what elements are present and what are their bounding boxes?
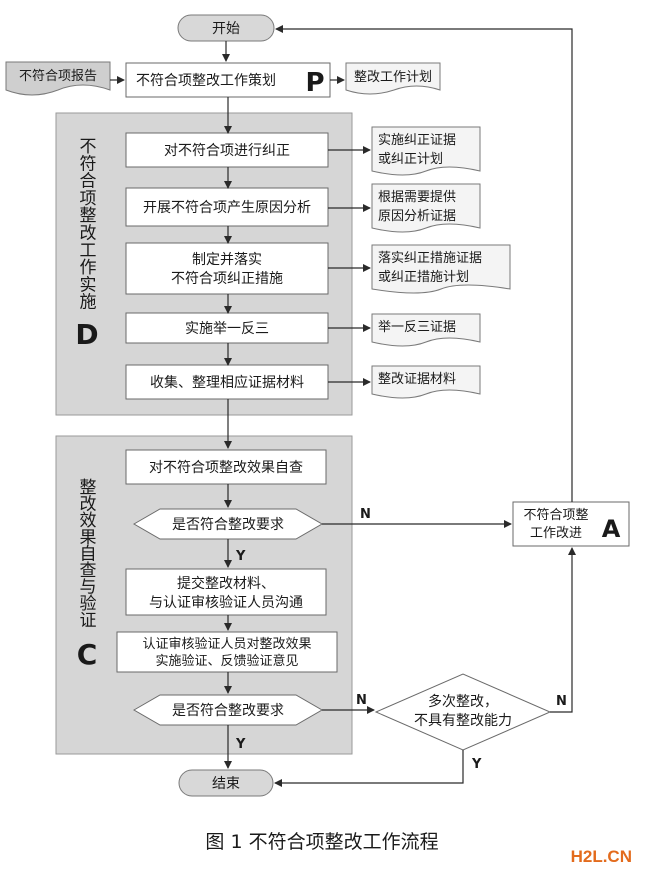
title-char: 不 [80,137,97,157]
do-step-5-document: 整改证据材料 [371,365,481,399]
svg-text:P: P [305,68,324,98]
svg-text:结束: 结束 [212,776,240,792]
svg-text:提交整改材料、: 提交整改材料、 [177,575,275,592]
svg-text:制定并落实: 制定并落实 [192,252,262,268]
svg-text:根据需要提供: 根据需要提供 [378,189,456,205]
watermark-logo: H2L.CN [571,847,632,866]
act-box: 不符合项整 工作改进 A [512,501,630,547]
svg-text:多次整改，: 多次整改， [428,693,498,710]
svg-text:落实纠正措施证据: 落实纠正措施证据 [378,251,482,266]
title-char: 作 [80,258,97,278]
title-char: 改 [80,224,97,244]
svg-text:收集、整理相应证据材料: 收集、整理相应证据材料 [150,374,304,391]
figure-caption: 图 1 不符合项整改工作流程 [205,831,438,853]
title-char: 果 [80,528,97,548]
check-letter: C [77,638,98,671]
svg-text:A: A [602,515,621,543]
svg-text:认证审核验证人员对整改效果: 认证审核验证人员对整改效果 [142,636,311,652]
svg-text:开展不符合项产生原因分析: 开展不符合项产生原因分析 [143,200,311,216]
svg-text:开始: 开始 [212,21,240,37]
decision-1: 是否符合整改要求 [132,508,324,540]
submit-step: 提交整改材料、 与认证审核验证人员沟通 [125,568,327,616]
svg-text:是否符合整改要求: 是否符合整改要求 [172,517,284,533]
title-char: 查 [80,561,97,581]
svg-text:是否符合整改要求: 是否符合整改要求 [172,703,284,719]
label-n1: N [360,507,371,522]
title-char: 合 [80,172,97,192]
svg-text:不符合项整改工作策划: 不符合项整改工作策划 [136,72,276,89]
svg-text:或纠正措施计划: 或纠正措施计划 [378,270,469,285]
branch-labels: N Y N Y N Y [235,507,567,772]
title-char: 验 [80,594,97,614]
title-char: 施 [80,293,97,313]
title-char: 自 [80,544,97,564]
svg-text:整改工作计划: 整改工作计划 [354,70,432,85]
svg-text:与认证审核验证人员沟通: 与认证审核验证人员沟通 [149,595,303,611]
svg-text:整改证据材料: 整改证据材料 [378,372,456,387]
plan-step: 不符合项整改工作策划 P [125,62,331,98]
decision-2: 是否符合整改要求 [132,694,324,726]
title-char: 实 [80,275,97,295]
report-document: 不符合项报告 [5,61,111,96]
title-char: 证 [80,611,97,631]
title-char: 效 [80,511,97,531]
svg-text:工作改进: 工作改进 [530,526,582,541]
title-char: 项 [80,189,97,209]
label-y2: Y [235,737,246,752]
do-letter: D [75,318,98,351]
title-char: 与 [80,578,97,598]
label-n2: N [356,693,367,708]
svg-text:举一反三证据: 举一反三证据 [378,320,456,335]
plan-document: 整改工作计划 [345,62,441,95]
title-char: 改 [80,495,97,515]
connectors [110,25,576,787]
label-y1: Y [235,549,246,564]
title-char: 符 [80,154,97,174]
self-check-step: 对不符合项整改效果自查 [125,449,327,485]
start-terminal: 开始 [177,14,275,42]
svg-text:对不符合项进行纠正: 对不符合项进行纠正 [164,143,290,159]
title-char: 工 [80,241,97,261]
do-step-5: 收集、整理相应证据材料 [125,364,329,400]
verify-step: 认证审核验证人员对整改效果 实施验证、反馈验证意见 [116,631,338,673]
svg-text:不符合项纠正措施: 不符合项纠正措施 [171,271,283,287]
capability-decision: 多次整改， 不具有整改能力 [374,673,552,751]
svg-text:实施纠正证据: 实施纠正证据 [378,133,456,148]
svg-text:或纠正计划: 或纠正计划 [378,152,443,167]
title-char: 整 [80,478,97,498]
do-step-4-document: 举一反三证据 [371,313,481,347]
label-n3: N [556,694,567,709]
svg-text:实施验证、反馈验证意见: 实施验证、反馈验证意见 [155,653,298,669]
title-char: 整 [80,206,97,226]
svg-text:对不符合项整改效果自查: 对不符合项整改效果自查 [149,460,303,476]
svg-text:原因分析证据: 原因分析证据 [378,209,456,224]
end-terminal: 结束 [178,769,274,797]
do-step-1: 对不符合项进行纠正 [125,132,329,168]
do-step-4: 实施举一反三 [125,312,329,344]
do-step-2: 开展不符合项产生原因分析 [125,187,329,227]
svg-text:不符合项报告: 不符合项报告 [19,68,97,84]
svg-text:不具有整改能力: 不具有整改能力 [414,713,512,729]
svg-text:实施举一反三: 实施举一反三 [185,321,269,337]
svg-text:不符合项整: 不符合项整 [523,507,588,523]
label-y3: Y [471,757,482,772]
